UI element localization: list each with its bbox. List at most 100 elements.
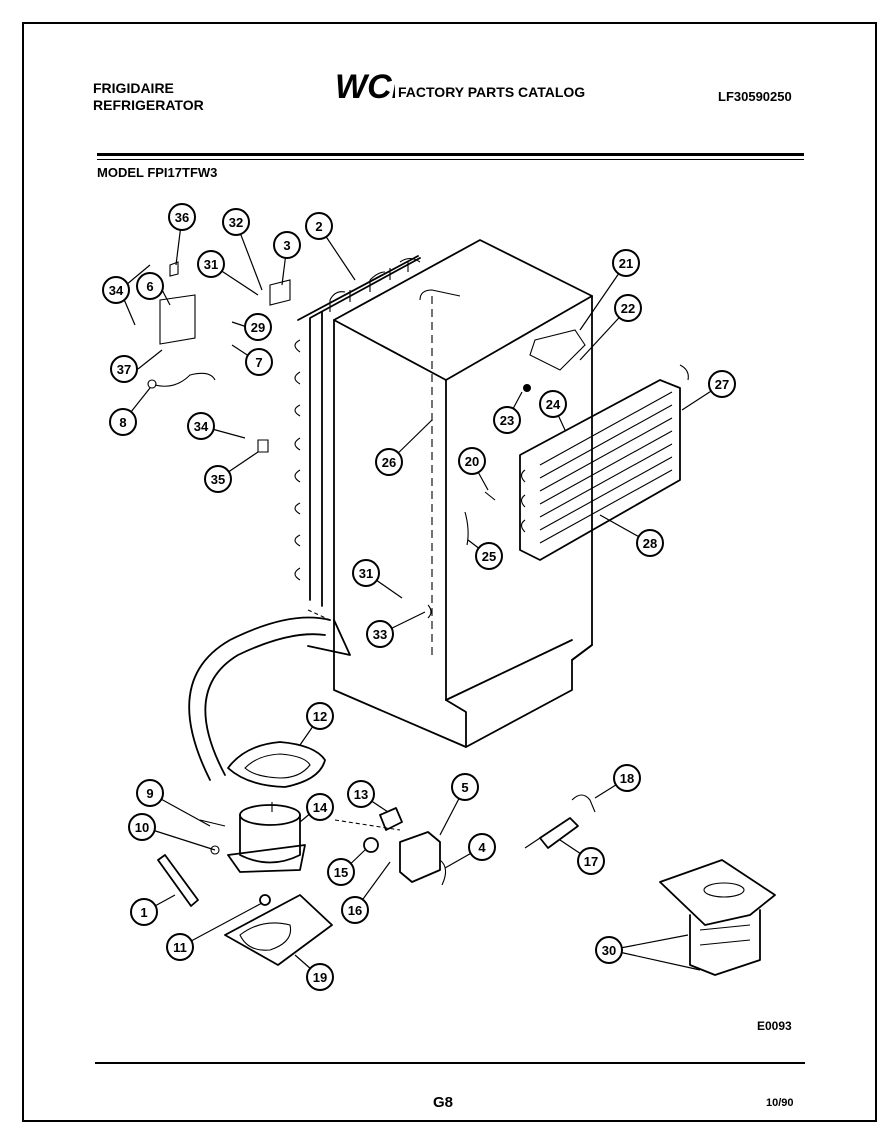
callout-13: 13 — [347, 780, 375, 808]
svg-text:1: 1 — [140, 905, 147, 920]
svg-text:11: 11 — [173, 940, 187, 955]
svg-text:3: 3 — [283, 238, 290, 253]
svg-text:7: 7 — [255, 355, 262, 370]
callout-30: 30 — [595, 936, 623, 964]
svg-text:27: 27 — [715, 377, 729, 392]
product-type: REFRIGERATOR — [93, 97, 204, 113]
callout-20: 20 — [458, 447, 486, 475]
model-label: MODEL FPI17TFW3 — [97, 165, 218, 180]
compressor — [227, 802, 306, 873]
callout-5: 5 — [451, 773, 479, 801]
image-code: E0093 — [757, 1019, 792, 1033]
base-pan — [224, 894, 333, 966]
callout-8: 8 — [109, 408, 137, 436]
svg-text:21: 21 — [619, 256, 633, 271]
control-parts — [147, 261, 586, 619]
brand-block: FRIGIDAIRE REFRIGERATOR — [93, 80, 204, 114]
svg-text:4: 4 — [478, 840, 486, 855]
evaporator — [519, 364, 689, 561]
svg-text:26: 26 — [382, 455, 396, 470]
svg-text:15: 15 — [334, 865, 348, 880]
condenser-coil — [294, 255, 421, 607]
callout-23: 23 — [493, 406, 521, 434]
svg-text:17: 17 — [584, 854, 598, 869]
callout-31b: 31 — [352, 559, 380, 587]
svg-text:18: 18 — [620, 771, 634, 786]
svg-text:22: 22 — [621, 301, 635, 316]
svg-text:36: 36 — [175, 210, 189, 225]
svg-text:9: 9 — [146, 786, 153, 801]
callout-2: 2 — [305, 212, 333, 240]
svg-text:29: 29 — [251, 320, 265, 335]
svg-text:25: 25 — [482, 549, 496, 564]
callout-14: 14 — [306, 793, 334, 821]
page-border — [22, 22, 877, 1122]
callout-16: 16 — [341, 896, 369, 924]
svg-text:37: 37 — [117, 362, 131, 377]
callout-17: 17 — [577, 847, 605, 875]
svg-text:20: 20 — [465, 454, 479, 469]
callout-26: 26 — [375, 448, 403, 476]
svg-text:24: 24 — [546, 397, 561, 412]
svg-text:34: 34 — [194, 419, 209, 434]
callout-25: 25 — [475, 542, 503, 570]
svg-text:31: 31 — [204, 257, 218, 272]
svg-text:31: 31 — [359, 566, 373, 581]
callout-31a: 31 — [197, 250, 225, 278]
brand-name: FRIGIDAIRE — [93, 80, 174, 96]
page-number: G8 — [433, 1094, 454, 1111]
catalog-date: 10/90 — [766, 1097, 794, 1109]
catalog-number: LF30590250 — [718, 89, 792, 104]
callout-37: 37 — [110, 355, 138, 383]
svg-text:WCI: WCI — [335, 68, 395, 104]
svg-text:23: 23 — [500, 413, 514, 428]
callout-4: 4 — [468, 833, 496, 861]
callout-15: 15 — [327, 858, 355, 886]
catalog-title: FACTORY PARTS CATALOG — [398, 84, 586, 100]
callout-10: 10 — [128, 813, 156, 841]
svg-text:33: 33 — [373, 627, 387, 642]
callout-3: 3 — [273, 231, 301, 259]
svg-text:6: 6 — [146, 279, 153, 294]
svg-text:12: 12 — [313, 709, 327, 724]
callout-19: 19 — [306, 963, 334, 991]
header-rule-thin — [97, 159, 804, 160]
callout-9: 9 — [136, 779, 164, 807]
callout-18: 18 — [613, 764, 641, 792]
callout-21: 21 — [612, 249, 640, 277]
callout-11: 11 — [166, 933, 194, 961]
callout-7: 7 — [245, 348, 273, 376]
callout-6: 6 — [136, 272, 164, 300]
svg-text:5: 5 — [461, 780, 468, 795]
callout-28: 28 — [636, 529, 664, 557]
svg-text:35: 35 — [211, 472, 225, 487]
relay-overload — [334, 807, 447, 886]
callout-12: 12 — [306, 702, 334, 730]
callout-22: 22 — [614, 294, 642, 322]
svg-text:32: 32 — [229, 215, 243, 230]
leader-lines — [119, 216, 723, 978]
svg-text:28: 28 — [643, 536, 657, 551]
fan-motor — [659, 859, 776, 976]
callout-33: 33 — [366, 620, 394, 648]
svg-text:16: 16 — [348, 903, 362, 918]
drier-parts — [157, 794, 596, 907]
svg-text:30: 30 — [602, 943, 616, 958]
callout-27: 27 — [708, 370, 736, 398]
footer-rule — [95, 1062, 805, 1064]
callout-1: 1 — [130, 898, 158, 926]
callout-24: 24 — [539, 390, 567, 418]
svg-text:8: 8 — [119, 415, 126, 430]
callout-32: 32 — [222, 208, 250, 236]
callout-35: 35 — [204, 465, 232, 493]
callout-34b: 34 — [187, 412, 215, 440]
cabinet — [333, 239, 593, 748]
callout-34a: 34 — [102, 276, 130, 304]
callout-29: 29 — [244, 313, 272, 341]
header-rule — [97, 153, 804, 156]
drain-arrow — [188, 609, 351, 781]
svg-text:34: 34 — [109, 283, 124, 298]
svg-text:19: 19 — [313, 970, 327, 985]
svg-text:13: 13 — [354, 787, 368, 802]
